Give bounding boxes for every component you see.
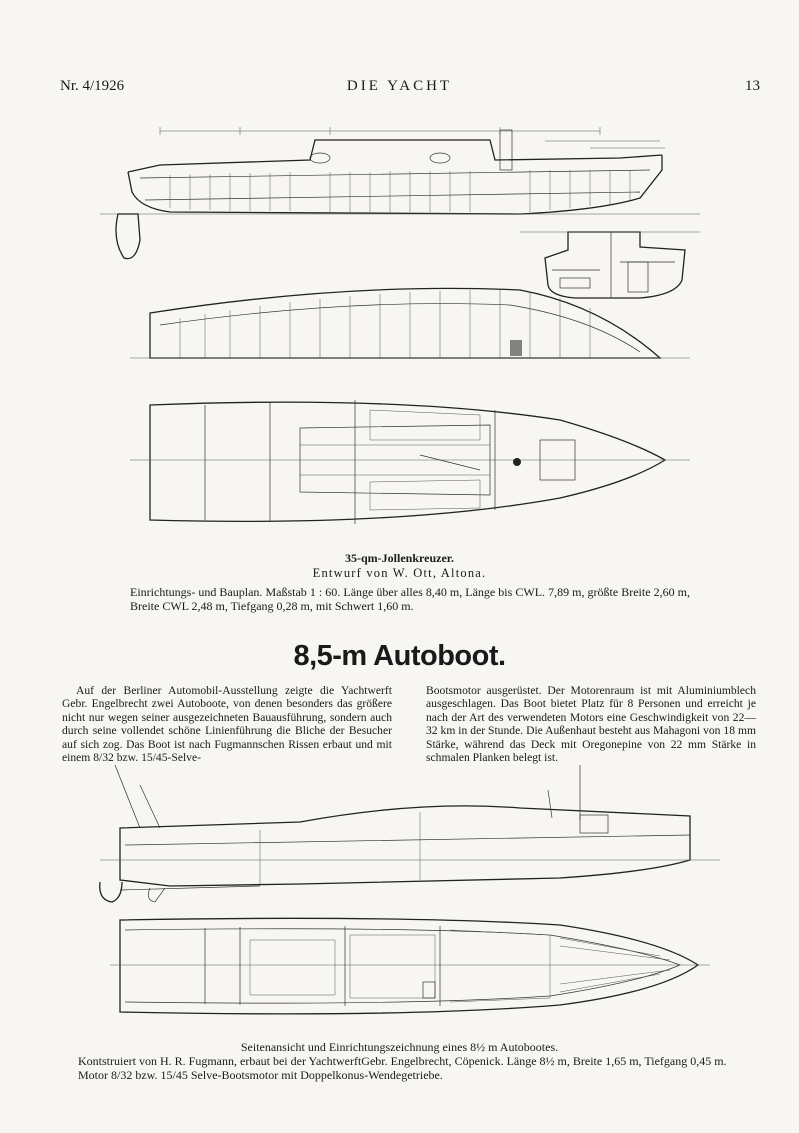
journal-title: DIE YACHT (346, 78, 453, 94)
jollenkreuzer-description: Einrichtungs- und Bauplan. Maßstab 1 : 6… (130, 585, 690, 613)
page-number: 13 (745, 78, 760, 94)
jollenkreuzer-side-elevation (100, 129, 700, 260)
article-headline: 8,5-m Autoboot. (293, 640, 506, 672)
jollenkreuzer-cross-sections (520, 231, 700, 299)
article-column-right: Bootsmotor ausgerüstet. Der Motorenraum … (426, 684, 756, 765)
autoboot-description: Kontstruiert von H. R. Fugmann, erbaut b… (78, 1054, 727, 1082)
dimension-lines (159, 127, 665, 149)
jollenkreuzer-plan-drawing (100, 127, 700, 524)
jollenkreuzer-designer: Entwurf von W. Ott, Altona. (312, 566, 487, 580)
autoboot-caption: Seitenansicht und Einrichtungszeichnung … (240, 1040, 559, 1054)
issue-number: Nr. 4/1926 (60, 78, 125, 94)
jollenkreuzer-title: 35-qm-Jollenkreuzer. (345, 551, 454, 565)
jollenkreuzer-longitudinal-section (130, 287, 690, 359)
article-column-left: Auf der Berliner Automobil-Ausstellung z… (62, 684, 392, 765)
autoboot-side-elevation (99, 764, 720, 903)
autoboot-drawing (99, 764, 720, 1015)
autoboot-plan-view (110, 917, 710, 1015)
jollenkreuzer-plan-view (130, 400, 690, 524)
